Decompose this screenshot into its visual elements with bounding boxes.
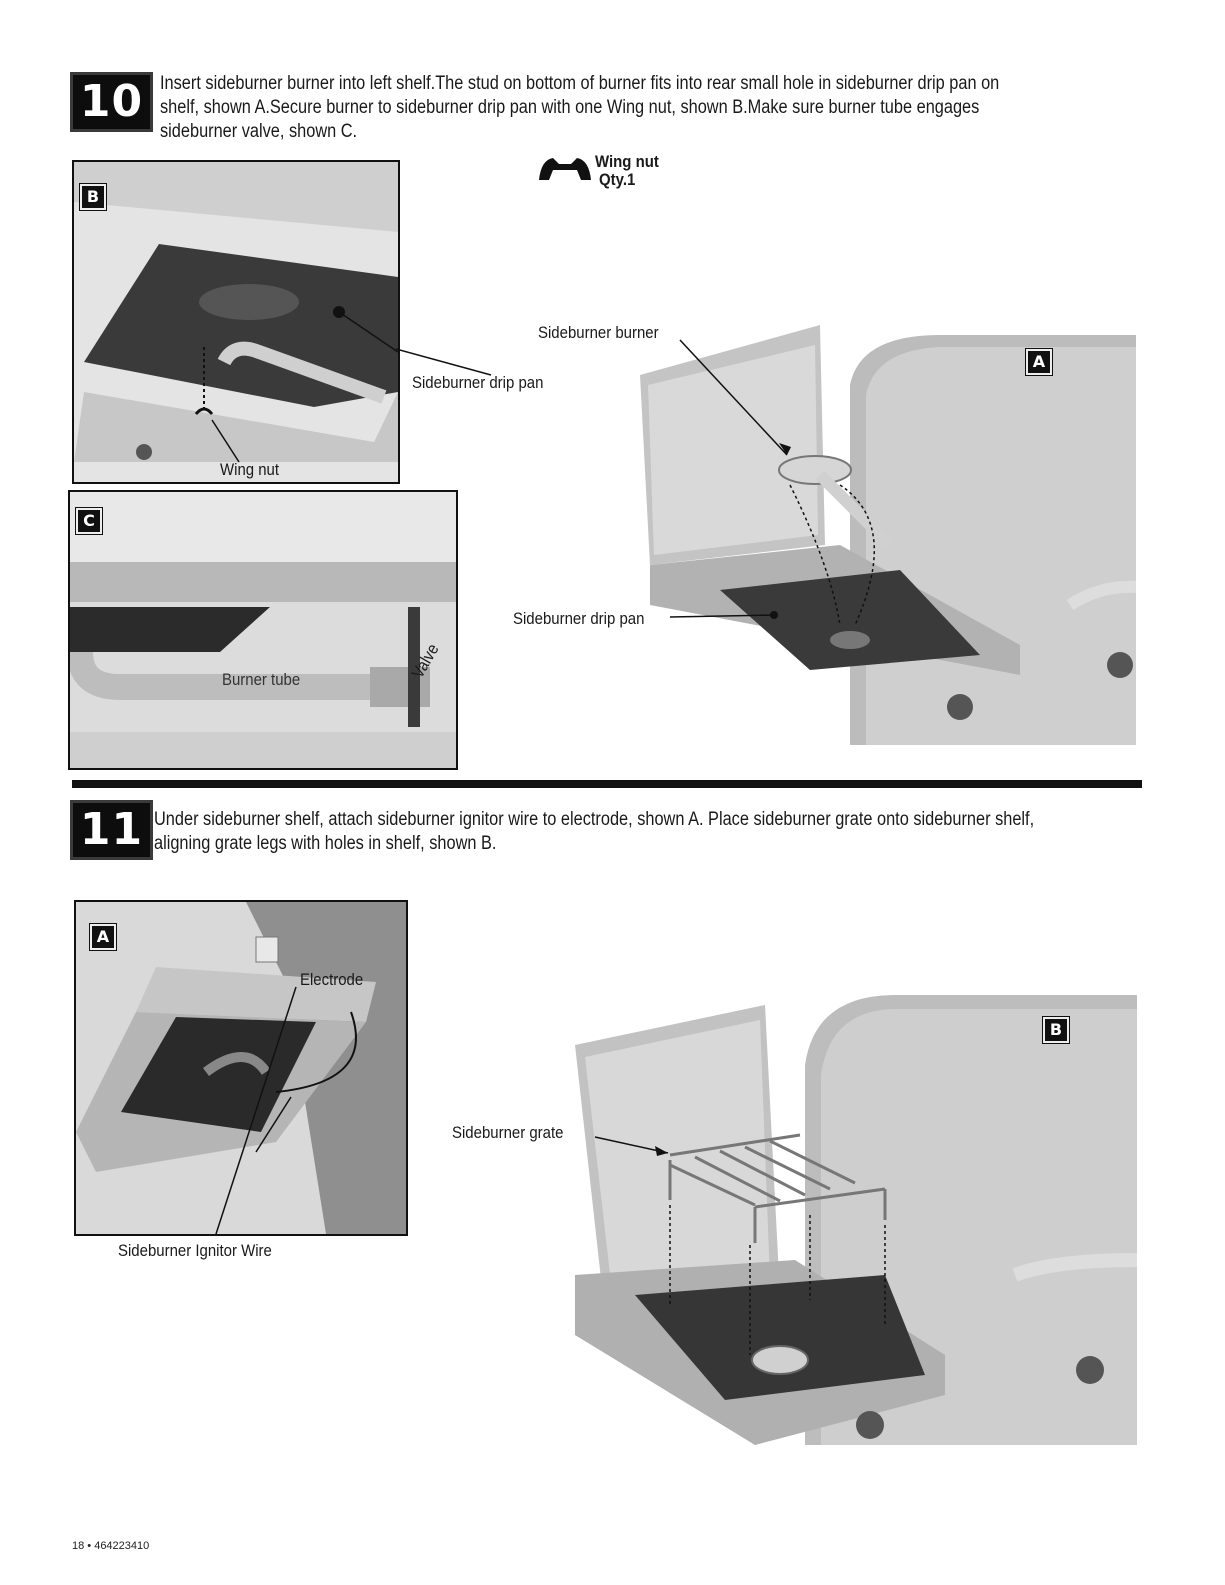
wing-nut-part-qty: Qty.1 bbox=[599, 170, 636, 189]
step-10-panel-a: A bbox=[640, 325, 1137, 745]
wing-nut-part-name: Wing nut bbox=[595, 152, 659, 171]
step-10-line-2: shelf, shown A.Secure burner to sideburn… bbox=[160, 97, 980, 118]
panel-c-illustration bbox=[70, 492, 456, 768]
panel-b-drip-pan-leader bbox=[396, 348, 492, 376]
step-11-panel-a: A Electrode bbox=[74, 900, 408, 1236]
step-11-panel-b-illustration bbox=[575, 995, 1138, 1445]
step-11-panel-b: B bbox=[565, 975, 1138, 1445]
panel-c-burner-tube-label: Burner tube bbox=[222, 670, 301, 689]
panel-a-burner-label: Sideburner burner bbox=[538, 323, 659, 342]
grate-label: Sideburner grate bbox=[452, 1123, 564, 1142]
panel-a-illustration bbox=[640, 325, 1137, 745]
step-10-badge: 10 bbox=[70, 72, 153, 132]
panel-b-wing-nut-label: Wing nut bbox=[220, 460, 280, 479]
step-11-panel-b-tag: B bbox=[1042, 1016, 1070, 1044]
step-11-line-2: aligning grate legs with holes in shelf,… bbox=[154, 833, 497, 854]
step-11-line-1: Under sideburner shelf, attach sideburne… bbox=[154, 809, 1035, 830]
wing-nut-part: Wing nut Qty.1 bbox=[535, 150, 735, 200]
panel-a-tag: A bbox=[1025, 348, 1053, 376]
panel-b-illustration bbox=[74, 162, 398, 482]
section-divider bbox=[72, 780, 1142, 788]
step-10-line-3: sideburner valve, shown C. bbox=[160, 121, 358, 142]
step-10-line-1: Insert sideburner burner into left shelf… bbox=[160, 73, 1000, 94]
ignitor-wire-label: Sideburner Ignitor Wire bbox=[118, 1241, 272, 1260]
panel-c-tag: C bbox=[75, 507, 103, 535]
page-footer: 18 • 464223410 bbox=[72, 1540, 150, 1552]
step-10-panel-c: C Burner tube Valve bbox=[68, 490, 458, 770]
step-11-panel-a-illustration bbox=[76, 902, 406, 1234]
step-10-instructions: Insert sideburner burner into left shelf… bbox=[160, 72, 999, 144]
panel-b-drip-pan-label: Sideburner drip pan bbox=[412, 373, 544, 392]
electrode-label: Electrode bbox=[300, 970, 364, 989]
panel-b-tag: B bbox=[79, 183, 107, 211]
wing-nut-icon bbox=[539, 158, 591, 180]
step-10-panel-b: B Wing nut bbox=[72, 160, 400, 484]
step-11-badge: 11 bbox=[70, 800, 153, 860]
step-11-panel-a-tag: A bbox=[89, 923, 117, 951]
panel-a-drip-pan-label: Sideburner drip pan bbox=[513, 609, 645, 628]
step-11-instructions: Under sideburner shelf, attach sideburne… bbox=[154, 808, 1034, 856]
